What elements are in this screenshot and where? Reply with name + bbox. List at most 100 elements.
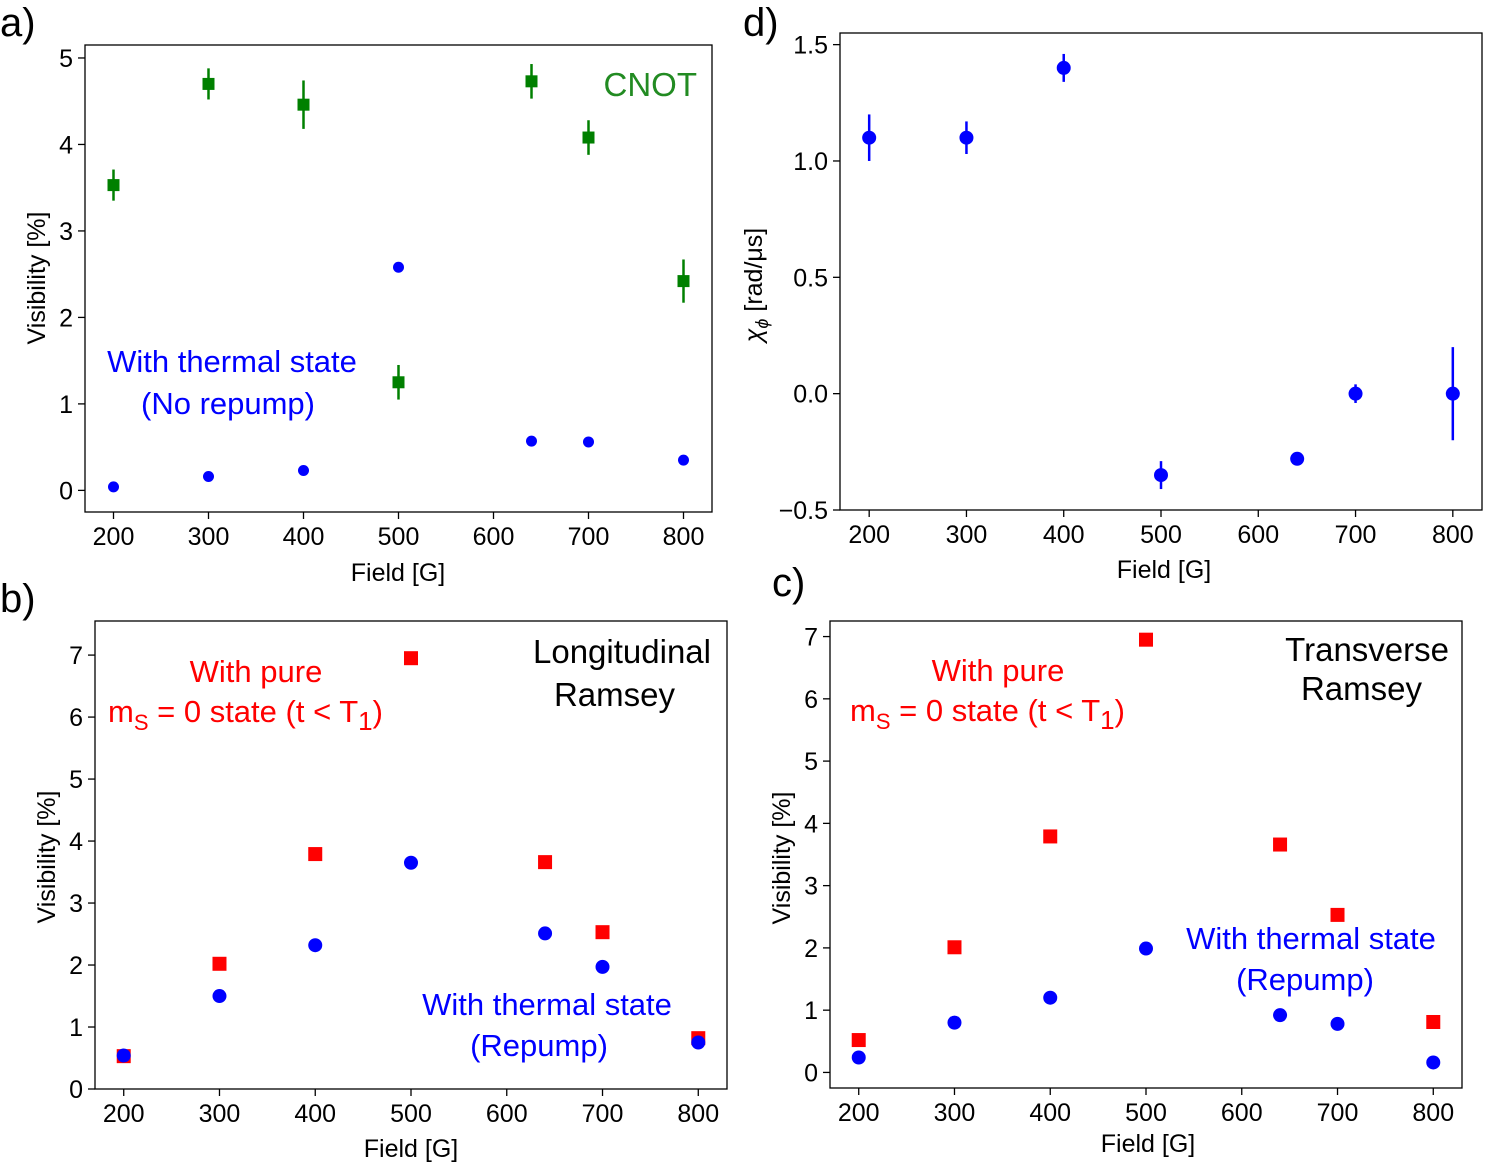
panel-a-point-0-6 bbox=[677, 275, 690, 288]
panel-c-xtick-label-600: 600 bbox=[1221, 1099, 1263, 1127]
panel-b-xtick-label-300: 300 bbox=[199, 1100, 241, 1128]
panel-c-thermal-label: With thermal state bbox=[1186, 921, 1436, 956]
panel-d-ytick-label-4: 1.5 bbox=[793, 32, 828, 60]
panel-a-point-1-1 bbox=[203, 471, 214, 483]
panel-a-ytick-label-4: 4 bbox=[59, 131, 73, 159]
panel-b-ytick-label-5: 5 bbox=[69, 766, 83, 794]
panel-d-xtick-label-200: 200 bbox=[848, 521, 890, 549]
panel-d-ytick-label-1: 0.0 bbox=[793, 381, 828, 409]
panel-b-point-1-4 bbox=[538, 926, 553, 941]
panel-b-t1-sub: 1 bbox=[358, 706, 372, 736]
panel-a-point-0-3 bbox=[392, 376, 405, 389]
panel-c-point-0-0 bbox=[851, 1033, 866, 1048]
panel-b-title-line2: Ramsey bbox=[554, 676, 676, 713]
panel-c-xtick-label-700: 700 bbox=[1317, 1099, 1359, 1127]
panel-a-point-0-1 bbox=[202, 77, 215, 90]
panel-d-point-0-2 bbox=[1056, 60, 1071, 75]
panel-c-close-paren: ) bbox=[1115, 693, 1125, 728]
panel-c-xtick-label-800: 800 bbox=[1412, 1099, 1454, 1127]
panel-b-ms-m: m bbox=[108, 694, 134, 729]
panel-b-xtick-label-800: 800 bbox=[677, 1100, 719, 1128]
panel-a-point-1-6 bbox=[678, 454, 689, 466]
panel-label-b: b) bbox=[0, 577, 36, 621]
panel-a-xtick-label-700: 700 bbox=[568, 523, 610, 551]
panel-a-thermal-label: With thermal state bbox=[107, 344, 357, 379]
panel-b-ytick-label-1: 1 bbox=[69, 1014, 83, 1042]
panel-b-ms-s: S bbox=[134, 710, 149, 735]
panel-a-ytick-label-3: 3 bbox=[59, 218, 73, 246]
panel-a-point-1-3 bbox=[393, 261, 404, 273]
panel-d-ylabel-sub: ϕ bbox=[752, 319, 772, 329]
panel-d-xtick-label-700: 700 bbox=[1335, 521, 1377, 549]
panel-d-point-0-6 bbox=[1445, 386, 1460, 401]
panel-c-ms-m: m bbox=[850, 693, 876, 728]
panel-a-point-0-2 bbox=[297, 98, 310, 111]
panel-a-marks bbox=[107, 64, 690, 493]
panel-b-ytick-label-2: 2 bbox=[69, 952, 83, 980]
panel-d-xtick-label-800: 800 bbox=[1432, 521, 1474, 549]
panel-b-point-0-5 bbox=[595, 925, 610, 940]
panel-c-xtick-label-300: 300 bbox=[934, 1099, 976, 1127]
panel-a-xlabel: Field [G] bbox=[351, 559, 445, 587]
panel-d-ylabel-rest: [rad/μs] bbox=[740, 228, 768, 319]
panel-c-point-1-4 bbox=[1273, 1008, 1288, 1023]
panel-d-ytick-label-0: −0.5 bbox=[779, 497, 828, 525]
panel-b-ytick-label-4: 4 bbox=[69, 828, 83, 856]
panel-c-title-line1: Transverse bbox=[1285, 631, 1449, 668]
panel-c-point-1-3 bbox=[1139, 941, 1153, 956]
panel-b-ytick-label-6: 6 bbox=[69, 704, 83, 732]
panel-a-ylabel: Visibility [%] bbox=[23, 212, 51, 345]
panel-b-ytick-label-0: 0 bbox=[69, 1076, 83, 1104]
panel-c-title-line2: Ramsey bbox=[1301, 670, 1423, 707]
panel-b-marks bbox=[116, 651, 706, 1064]
panel-a-ytick-label-1: 1 bbox=[59, 391, 73, 419]
panel-b-point-0-4 bbox=[538, 855, 553, 870]
panel-a-point-0-5 bbox=[582, 131, 595, 144]
panel-b-xtick-label-200: 200 bbox=[103, 1100, 145, 1128]
panel-b-xtick-label-700: 700 bbox=[582, 1100, 624, 1128]
panel-b-point-1-5 bbox=[595, 959, 610, 974]
panel-a-point-0-0 bbox=[107, 179, 120, 192]
panel-a-xtick-label-200: 200 bbox=[93, 523, 135, 551]
panel-b-ylabel: Visibility [%] bbox=[33, 791, 61, 924]
panel-c-ytick-label-1: 1 bbox=[804, 997, 818, 1025]
panel-b-ytick-label-3: 3 bbox=[69, 890, 83, 918]
panel-c-marks bbox=[851, 632, 1441, 1070]
panel-b-point-1-0 bbox=[116, 1048, 131, 1063]
panel-d-point-0-5 bbox=[1348, 386, 1363, 401]
panel-c-pure-line1: With pure bbox=[932, 653, 1065, 688]
panel-c-ylabel: Visibility [%] bbox=[768, 792, 796, 925]
panel-d-ylabel-main: χ bbox=[740, 328, 768, 344]
panel-c-ms-s: S bbox=[876, 709, 891, 734]
panel-c-point-1-6 bbox=[1426, 1055, 1441, 1070]
panel-a-ytick-label-0: 0 bbox=[59, 477, 73, 505]
panel-a-ytick-label-2: 2 bbox=[59, 304, 73, 332]
panel-c-point-0-3 bbox=[1139, 632, 1153, 647]
panel-d-ylabel: χϕ [rad/μs] bbox=[740, 228, 772, 345]
panel-c-point-1-1 bbox=[947, 1015, 962, 1030]
panel-d-ytick-label-2: 0.5 bbox=[793, 264, 828, 292]
panel-c-point-0-6 bbox=[1426, 1014, 1441, 1029]
panel-b-xtick-label-400: 400 bbox=[294, 1100, 336, 1128]
panel-c-ytick-label-6: 6 bbox=[804, 686, 818, 714]
panel-label-c: c) bbox=[772, 561, 805, 605]
panel-b-close-paren: ) bbox=[373, 694, 383, 729]
panel-a-xtick-label-500: 500 bbox=[378, 523, 420, 551]
panel-a-xtick-label-300: 300 bbox=[188, 523, 230, 551]
panel-d-xtick-label-300: 300 bbox=[946, 521, 988, 549]
panel-c-point-0-2 bbox=[1043, 829, 1058, 844]
panel-d-point-0-0 bbox=[862, 130, 877, 145]
panel-b-xlabel: Field [G] bbox=[364, 1135, 458, 1163]
panel-c-xtick-label-200: 200 bbox=[838, 1099, 880, 1127]
panel-a-xtick-label-800: 800 bbox=[663, 523, 705, 551]
panel-c-point-0-4 bbox=[1273, 837, 1288, 852]
panel-a-ytick-label-5: 5 bbox=[59, 45, 73, 73]
panel-c-xtick-label-400: 400 bbox=[1029, 1099, 1071, 1127]
panel-c-point-1-2 bbox=[1043, 990, 1058, 1005]
